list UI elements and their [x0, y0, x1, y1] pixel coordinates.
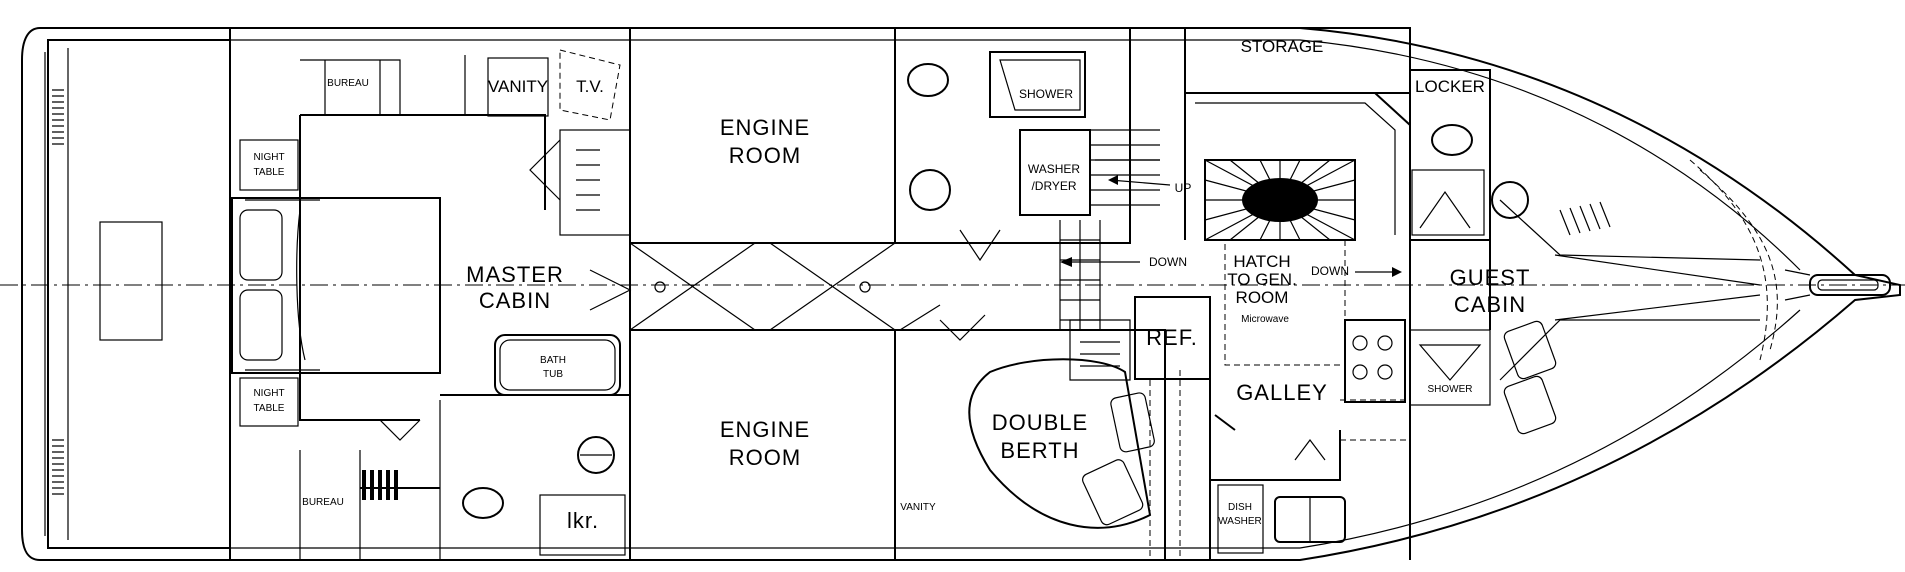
- drawer-pulls: [362, 470, 398, 500]
- toilet-aft: [577, 436, 615, 474]
- label-night-table-bottom: NIGHT TABLE: [253, 388, 284, 414]
- svg-text:ROOM: ROOM: [1236, 288, 1289, 307]
- forward-vents: [1559, 201, 1611, 236]
- svg-text:ENGINE: ENGINE: [720, 115, 810, 140]
- master-bed: [231, 197, 441, 374]
- toilet-guest: [1491, 181, 1529, 219]
- label-guest-cabin: GUEST CABIN: [1450, 265, 1531, 317]
- label-galley: GALLEY: [1236, 380, 1328, 405]
- svg-text:TO GEN.: TO GEN.: [1227, 270, 1297, 289]
- label-hatch: HATCH TO GEN. ROOM: [1227, 252, 1297, 307]
- label-up: UP: [1175, 181, 1192, 195]
- stern-hatch: [99, 221, 163, 341]
- label-washer-dryer: WASHER /DRYER: [1028, 162, 1081, 193]
- svg-text:CABIN: CABIN: [1454, 292, 1526, 317]
- shower-box: [989, 51, 1086, 118]
- sink-aft: [462, 487, 504, 519]
- svg-text:GUEST: GUEST: [1450, 265, 1531, 290]
- double-berth-room: [894, 329, 1166, 561]
- label-engine-room-bottom: ENGINE ROOM: [720, 417, 810, 470]
- stairs-down: [1059, 220, 1101, 330]
- hatch-burst: [1204, 159, 1356, 241]
- label-master-cabin: MASTER CABIN: [466, 262, 564, 313]
- hull-inner: [47, 39, 1801, 549]
- svg-text:ROOM: ROOM: [729, 445, 801, 470]
- svg-text:WASHER: WASHER: [1218, 516, 1262, 527]
- night-table-bottom-box: [239, 377, 299, 427]
- svg-text:BATH: BATH: [540, 355, 566, 366]
- stern-platform: [47, 39, 231, 549]
- guest-pillow-1: [1503, 320, 1557, 380]
- label-bath-tub: BATH TUB: [540, 355, 566, 380]
- sink-guest: [1431, 124, 1473, 156]
- svg-text:BERTH: BERTH: [1000, 438, 1079, 463]
- label-bureau-bottom: BUREAU: [302, 497, 344, 508]
- svg-text:MASTER: MASTER: [466, 262, 564, 287]
- label-storage: STORAGE: [1241, 37, 1324, 56]
- toilet-forward: [909, 169, 951, 211]
- label-tv: T.V.: [576, 77, 604, 96]
- galley-walls: [1209, 365, 1341, 560]
- head-forward-box: [894, 27, 1131, 244]
- svg-text:/DRYER: /DRYER: [1031, 179, 1076, 193]
- label-down-left: DOWN: [1149, 255, 1187, 269]
- stairs-up: [1090, 129, 1160, 206]
- lkr-box: [539, 494, 626, 556]
- dish-washer-box: [1217, 484, 1264, 554]
- svg-text:WASHER: WASHER: [1028, 162, 1081, 176]
- fridge-box: [1134, 296, 1211, 380]
- label-shower-guest: SHOWER: [1428, 384, 1473, 395]
- master-cabin-walls: [229, 27, 631, 561]
- svg-text:TUB: TUB: [543, 369, 563, 380]
- hull-outline: [21, 27, 1901, 561]
- label-dish-washer: DISH WASHER: [1218, 502, 1262, 527]
- svg-text:NIGHT: NIGHT: [253, 388, 284, 399]
- label-vanity-top: VANITY: [488, 77, 548, 96]
- svg-text:ROOM: ROOM: [729, 143, 801, 168]
- night-table-top-box: [239, 139, 299, 191]
- label-engine-room-top: ENGINE ROOM: [720, 115, 810, 168]
- svg-text:ENGINE: ENGINE: [720, 417, 810, 442]
- label-locker: LOCKER: [1415, 77, 1485, 96]
- guest-head-box: [1409, 69, 1491, 241]
- pillow-bottom: [239, 289, 283, 361]
- label-bureau-top: BUREAU: [327, 78, 369, 89]
- vanity-top-box: [487, 57, 549, 117]
- sink-forward: [907, 63, 949, 97]
- pillow-top: [239, 209, 283, 281]
- guest-pillow-2: [1503, 375, 1557, 435]
- hatch-gen-room: [1224, 239, 1346, 366]
- svg-text:TABLE: TABLE: [254, 403, 285, 414]
- svg-text:DISH: DISH: [1228, 502, 1252, 513]
- label-microwave: Microwave: [1241, 314, 1289, 325]
- washer-dryer-box: [1019, 129, 1091, 216]
- label-shower-top: SHOWER: [1019, 87, 1073, 101]
- stern-vents-bottom: [52, 439, 64, 495]
- berth-pillow-1: [1110, 392, 1155, 453]
- double-berth-bed: [968, 358, 1152, 529]
- bow-pulpit: [1809, 274, 1891, 296]
- svg-text:TABLE: TABLE: [254, 167, 285, 178]
- tv-stand: [559, 49, 621, 121]
- label-down-right: DOWN: [1311, 264, 1349, 278]
- guest-berth-v: [1499, 199, 1761, 381]
- svg-text:HATCH: HATCH: [1233, 252, 1290, 271]
- label-ref: REF.: [1146, 325, 1198, 350]
- label-double-berth: DOUBLE BERTH: [992, 410, 1088, 463]
- label-vanity-bottom: VANITY: [900, 502, 936, 513]
- svg-text:NIGHT: NIGHT: [253, 152, 284, 163]
- label-night-table-top: NIGHT TABLE: [253, 152, 284, 178]
- label-lkr: lkr.: [567, 508, 599, 533]
- svg-text:CABIN: CABIN: [479, 288, 551, 313]
- berth-pillow-2: [1082, 459, 1144, 526]
- svg-text:DOUBLE: DOUBLE: [992, 410, 1088, 435]
- stern-vents-top: [52, 89, 64, 145]
- stove: [1344, 319, 1406, 403]
